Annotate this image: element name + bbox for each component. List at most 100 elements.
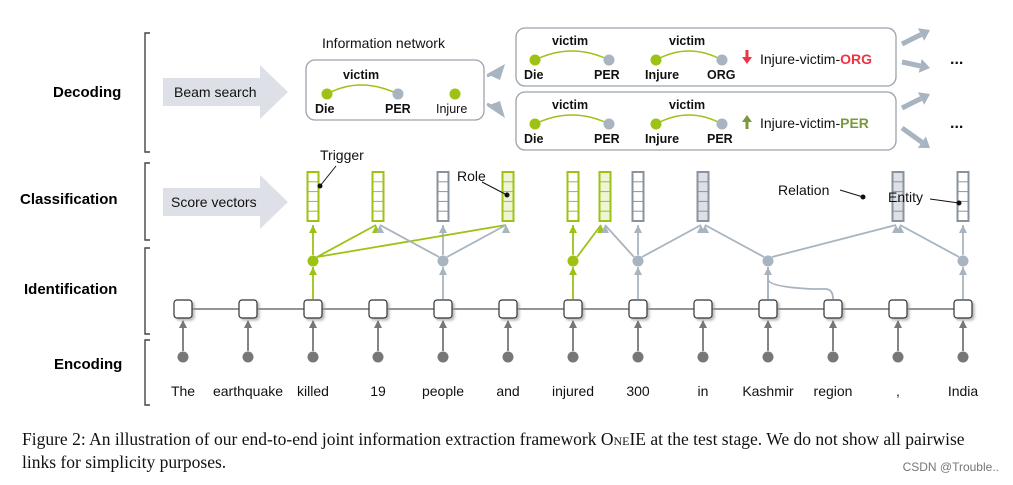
- link-entity-people-head: [439, 225, 447, 233]
- output-arrow-head: [917, 136, 930, 148]
- figure-caption: Figure 2: An illustration of our end-to-…: [22, 429, 965, 472]
- info-network-box: victim Die PER Injure: [305, 59, 485, 121]
- token-5: and: [496, 383, 519, 399]
- link-role-300-head: [601, 225, 609, 233]
- framework-name: OneIE: [600, 429, 646, 449]
- ellipsis-bottom: ...: [950, 115, 963, 132]
- encoder-box: [953, 299, 973, 319]
- score-vector-frame: [956, 171, 970, 222]
- score-vector: [956, 171, 970, 222]
- candidate-node-arg: [603, 54, 615, 66]
- encoder-box: [173, 299, 193, 319]
- token-4: people: [422, 383, 464, 399]
- score-vector: [566, 171, 580, 222]
- candidate-edge-label: victim: [552, 98, 588, 112]
- candidate-node-left-label: Die: [524, 68, 544, 82]
- encoder-box: [758, 299, 778, 319]
- candidate-node-trigger: [650, 118, 662, 130]
- link-rel-300: [641, 224, 702, 258]
- encoder-box: [303, 299, 323, 319]
- token-7: 300: [626, 383, 650, 399]
- embedding-node: [957, 351, 969, 363]
- link-rel-kashmir: [704, 224, 765, 258]
- encoder-link-head: [179, 320, 187, 328]
- embedding-node: [827, 351, 839, 363]
- stage-label-identification: Identification: [24, 281, 117, 298]
- identification-node: [307, 255, 319, 267]
- candidate-node-right-label: ORG: [707, 68, 735, 82]
- score-vector: [598, 171, 612, 222]
- output-arrow-shaft: [901, 59, 921, 69]
- link-role-people: [446, 224, 507, 258]
- candidate-node-trigger: [650, 54, 662, 66]
- token-9: Kashmir: [742, 383, 794, 399]
- score-vectors-arrow: Score vectors: [163, 175, 288, 229]
- score-vector: [436, 171, 450, 222]
- arrow-up-icon: [742, 115, 752, 129]
- beam-search-arrow: Beam search: [163, 65, 288, 119]
- candidate-node-right-label: PER: [707, 132, 733, 146]
- identification-link-head: [439, 267, 447, 275]
- info-network-edge-label: victim: [343, 68, 379, 82]
- encoder-link-head: [699, 320, 707, 328]
- embedding-node: [567, 351, 579, 363]
- candidate-edge: [534, 114, 610, 125]
- identification-link-head: [309, 267, 317, 275]
- annotation-entity: Entity: [888, 189, 923, 205]
- token-10: region: [814, 383, 853, 399]
- link-role-injured: [576, 224, 602, 258]
- link-role-people-b-head: [376, 225, 384, 233]
- output-arrow-head: [917, 28, 930, 41]
- encoder-link-head: [309, 320, 317, 328]
- link-rel-kashmir-b: [771, 224, 897, 258]
- identification-link-head: [764, 267, 772, 275]
- candidate-score-label: Injure-victim-ORG: [760, 51, 872, 67]
- score-vector-frame: [436, 171, 450, 222]
- token-12: India: [948, 383, 979, 399]
- output-arrow-shaft: [900, 125, 924, 145]
- link-entity-india-head: [959, 225, 967, 233]
- annotation-role: Role: [457, 168, 486, 184]
- embedding-node: [372, 351, 384, 363]
- score-vector-frame: [696, 171, 710, 222]
- framework-diagram: Decoding Classification Identification E…: [20, 27, 979, 406]
- score-vector-frame: [631, 171, 645, 222]
- embedding-node: [632, 351, 644, 363]
- candidate-node-arg: [716, 118, 728, 130]
- encoder-box: [238, 299, 258, 319]
- identification-node: [437, 255, 449, 267]
- identification-link-head: [959, 267, 967, 275]
- candidate-edge: [655, 50, 723, 61]
- annotation-pointers: [317, 165, 962, 206]
- annotation-relation: Relation: [778, 182, 829, 198]
- identification-node: [957, 255, 969, 267]
- embedding-node: [502, 351, 514, 363]
- embedding-node: [762, 351, 774, 363]
- candidate-node-left-label: Die: [524, 132, 544, 146]
- candidate-node-trigger: [529, 54, 541, 66]
- score-vector-frame: [598, 171, 612, 222]
- score-vector-frame: [306, 171, 320, 222]
- encoder-link-head: [894, 320, 902, 328]
- link-role-killed-b: [316, 224, 507, 258]
- info-node-die: [321, 88, 333, 100]
- link-role-300: [604, 224, 635, 258]
- candidate-box: [515, 91, 897, 151]
- link-trigger-injured-head: [569, 225, 577, 233]
- score-vector-frame: [566, 171, 580, 222]
- identification-node: [632, 255, 644, 267]
- output-arrow-head: [917, 92, 930, 105]
- stage-brackets: [144, 32, 150, 406]
- stage-label-decoding: Decoding: [53, 84, 121, 101]
- encoder-link-head: [959, 320, 967, 328]
- link-rel-india-head: [896, 225, 904, 233]
- embedding-node: [177, 351, 189, 363]
- info-node-injure: [449, 88, 461, 100]
- candidate-edge-label: victim: [552, 34, 588, 48]
- score-vector: [696, 171, 710, 222]
- candidate-edge-label: victim: [669, 34, 705, 48]
- candidate-node-left-label: Injure: [645, 68, 679, 82]
- arrow-down-icon: [742, 50, 752, 64]
